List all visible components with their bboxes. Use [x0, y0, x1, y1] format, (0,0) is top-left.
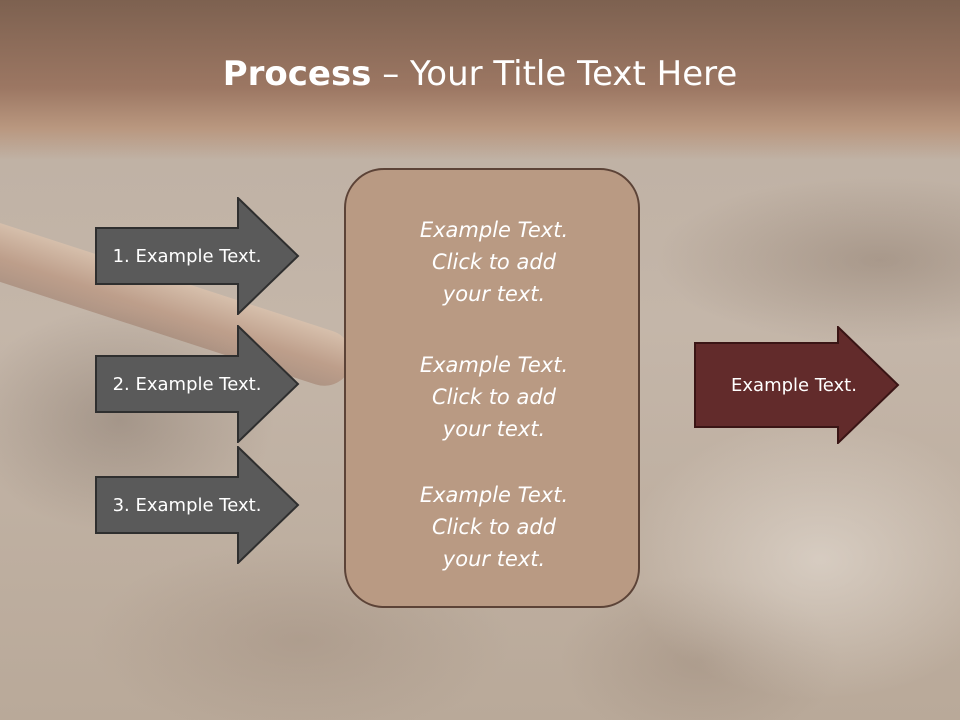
right-arrow[interactable]: Example Text. [694, 326, 900, 444]
left-arrow-2[interactable]: 2. Example Text. [95, 325, 300, 443]
slide-title[interactable]: Process – Your Title Text Here [0, 52, 960, 96]
arrow-shape-icon [95, 446, 300, 564]
center-text-block-3: Example Text. Click to add your text. [419, 483, 569, 571]
title-rest: – Your Title Text Here [371, 54, 738, 94]
title-bold: Process [222, 54, 372, 94]
left-arrow-3[interactable]: 3. Example Text. [95, 446, 300, 564]
arrow-shape-icon [95, 325, 300, 443]
arrow-shape-icon [95, 197, 300, 315]
header-band [0, 0, 960, 160]
center-text-block-1: Example Text. Click to add your text. [419, 218, 569, 306]
left-arrow-label: 3. Example Text. [112, 494, 262, 516]
center-text-block-2: Example Text. Click to add your text. [419, 353, 569, 441]
left-arrow-1[interactable]: 1. Example Text. [95, 197, 300, 315]
left-arrow-label: 1. Example Text. [112, 245, 262, 267]
center-text-box[interactable]: Example Text. Click to add your text. Ex… [344, 168, 640, 608]
left-arrow-label: 2. Example Text. [112, 373, 262, 395]
right-arrow-label: Example Text. [731, 374, 857, 396]
arrow-shape-icon [694, 326, 900, 444]
